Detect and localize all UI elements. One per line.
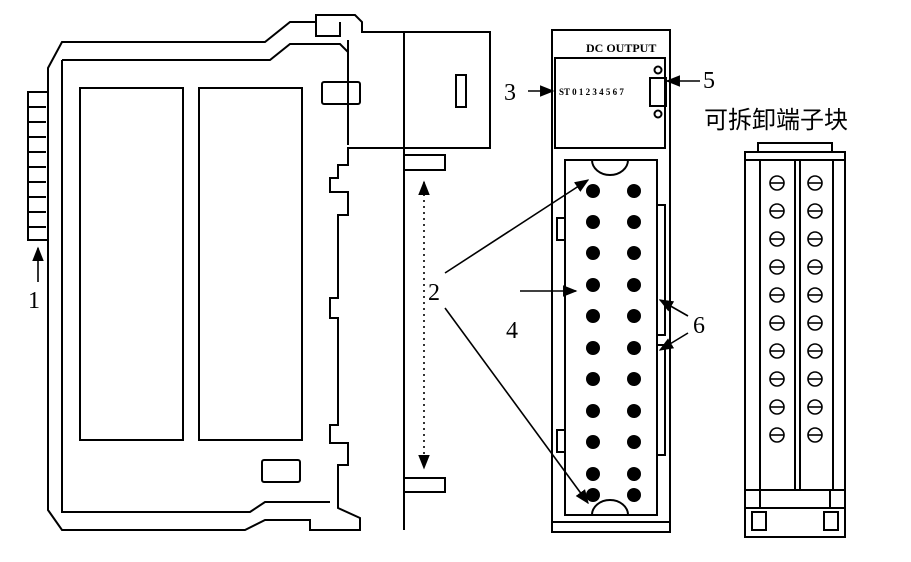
terminal-face <box>564 159 658 516</box>
removable-terminal-block <box>744 142 846 538</box>
terminal-block-body <box>744 151 846 538</box>
terminal-block-screws <box>769 175 823 443</box>
bus-connector-pins <box>27 91 48 241</box>
callout-6: 6 <box>693 313 705 339</box>
arrow-6-bottom <box>658 332 689 351</box>
module-side-view <box>27 14 405 531</box>
module-housing <box>47 14 405 531</box>
callout-4: 4 <box>506 318 518 344</box>
terminal-block-caption: 可拆卸端子块 <box>704 106 848 134</box>
arrow-2-bottom <box>444 307 589 505</box>
terminal-screws <box>586 184 641 502</box>
clip-slot <box>455 74 467 108</box>
callout-3: 3 <box>504 80 516 106</box>
din-rail-clip <box>403 31 491 530</box>
side-window-right <box>198 87 303 441</box>
mode-switch <box>649 77 667 107</box>
side-window-left <box>79 87 184 441</box>
callout-2: 2 <box>428 280 440 306</box>
led-status-labels: ST 0 1 2 3 4 5 6 7 <box>559 87 624 97</box>
callout-1: 1 <box>28 288 40 314</box>
bottom-latch <box>261 459 301 483</box>
leader-arrows <box>32 75 700 505</box>
arrow-2-top <box>444 179 590 274</box>
status-panel <box>554 57 666 149</box>
front-panel-title: DC OUTPUT <box>586 41 656 55</box>
callout-5: 5 <box>703 68 715 94</box>
arrow-6-top <box>658 299 689 317</box>
front-housing <box>551 29 671 533</box>
top-latch <box>321 81 361 105</box>
module-front-view <box>551 29 671 533</box>
